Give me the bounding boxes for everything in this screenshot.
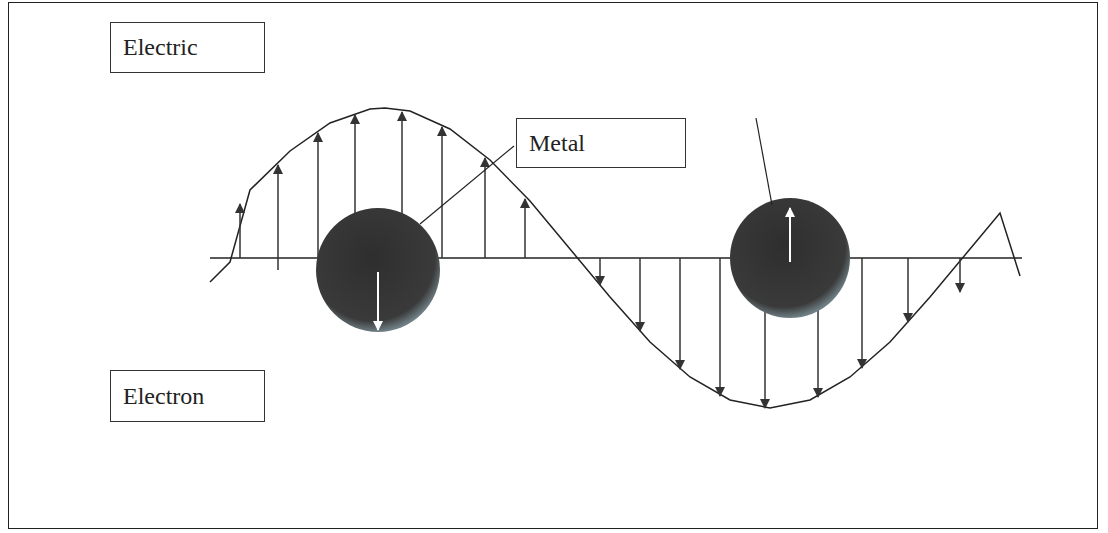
box-label: Electric [123,34,198,61]
box-label: Electron [123,383,204,410]
box-label: Metal [529,130,585,157]
label-box: Metal [516,118,686,168]
field-arrows [240,112,960,408]
metal-sphere [316,208,440,332]
figure-frame [8,2,1098,529]
leader-line [756,118,772,205]
field-wave [210,108,1020,408]
label-box: Electron [110,370,265,422]
leader-line [420,146,514,224]
label-box: Electric [110,22,265,73]
metal-sphere [730,198,850,318]
